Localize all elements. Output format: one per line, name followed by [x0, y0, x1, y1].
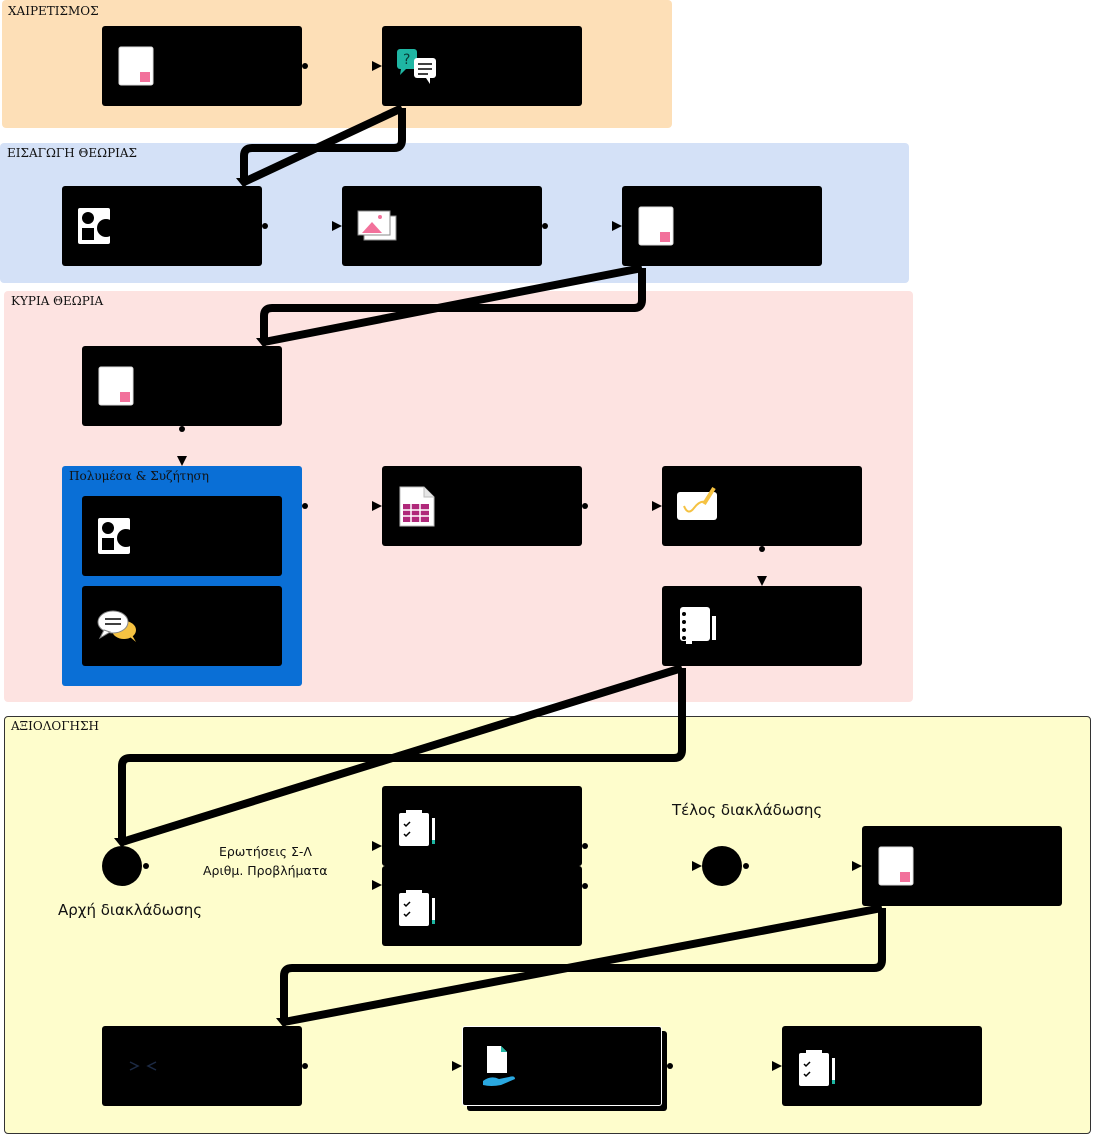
activity-image-gallery[interactable]	[342, 186, 542, 266]
lane-title-intro: ΕΙΣΑΓΩΓΗ ΘΕΩΡΙΑΣ	[7, 146, 138, 160]
notebook-icon	[680, 607, 716, 644]
activity-signature[interactable]	[662, 466, 862, 546]
signature-icon	[677, 486, 717, 520]
page-icon	[638, 206, 674, 246]
activity-question-chat[interactable]: ?	[382, 26, 582, 106]
activity-page-3[interactable]	[82, 346, 282, 426]
activity-shapes-1[interactable]	[62, 186, 262, 266]
code-icon	[129, 1061, 157, 1071]
lane-title-evaluation: ΑΞΙΟΛΟΓΗΣΗ	[11, 719, 99, 733]
question-chat-icon: ?	[397, 49, 436, 84]
activity-spreadsheet[interactable]	[382, 466, 582, 546]
shapes-icon	[98, 518, 135, 554]
clipboard-checklist-icon	[399, 890, 435, 926]
activity-page-4[interactable]	[862, 826, 1062, 906]
image-gallery-icon	[357, 210, 397, 241]
activity-notebook[interactable]	[662, 586, 862, 666]
clipboard-checklist-icon	[399, 810, 435, 846]
hand-document-icon	[483, 1046, 515, 1086]
activity-discussion[interactable]	[82, 586, 282, 666]
activity-code[interactable]	[102, 1026, 302, 1106]
activity-page-1[interactable]	[102, 26, 302, 106]
branch-path-label-2: Αριθμ. Προβλήματα	[203, 863, 328, 878]
branch-start-node	[102, 846, 142, 886]
clipboard-checklist-icon	[799, 1050, 835, 1086]
activity-quiz-true-false[interactable]	[382, 786, 582, 866]
activity-shapes-2[interactable]	[82, 496, 282, 576]
branch-end-node	[702, 846, 742, 886]
lane-title-main: ΚΥΡΙΑ ΘΕΩΡΙΑ	[11, 294, 104, 308]
group-title: Πολυμέσα & Συζήτηση	[69, 469, 209, 483]
spreadsheet-icon	[399, 486, 435, 527]
shapes-icon	[78, 208, 115, 244]
branch-start-label: Αρχή διακλάδωσης	[58, 901, 203, 919]
page-icon	[878, 846, 914, 886]
branch-path-label-1: Ερωτήσεις Σ-Λ	[219, 844, 312, 859]
branch-end-label: Τέλος διακλάδωσης	[672, 801, 823, 819]
chat-bubbles-icon	[97, 610, 136, 642]
activity-submission[interactable]	[462, 1026, 662, 1106]
activity-page-2[interactable]	[622, 186, 822, 266]
activity-quiz-problems[interactable]	[382, 866, 582, 946]
lane-title-greeting: ΧΑΙΡΕΤΙΣΜΟΣ	[8, 4, 99, 18]
activity-quiz-final[interactable]	[782, 1026, 982, 1106]
page-icon	[118, 46, 154, 86]
page-icon	[98, 366, 134, 406]
svg-text:?: ?	[403, 52, 410, 68]
